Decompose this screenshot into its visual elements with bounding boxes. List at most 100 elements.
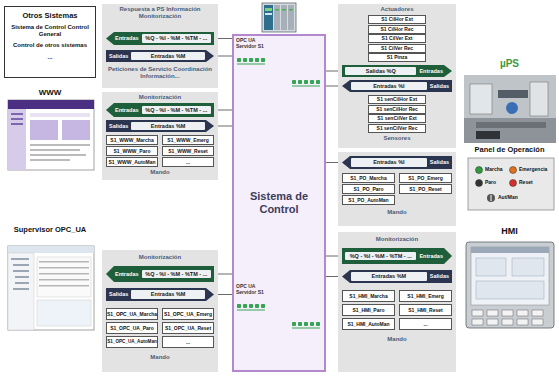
signal-cell: S1_HMI_Marcha <box>342 290 395 302</box>
network-icon <box>249 58 253 62</box>
cell-text: S1 CilVer Rec <box>369 46 425 51</box>
arrow-label: Entradas <box>115 35 139 41</box>
signal-cell: S1 senCilHor Rec <box>368 105 426 114</box>
plc-image <box>262 3 296 32</box>
cell-text: S1 CilHor Rec <box>369 27 425 32</box>
signal-arrow: SalidasEntradas %M <box>106 120 214 132</box>
opcua-client-screenshot <box>39 285 89 287</box>
operation-panel-picture <box>510 180 517 187</box>
arrow-label: Entradas <box>419 253 443 259</box>
signal-cell: S1_PO_Marcha <box>342 173 395 183</box>
plc-image <box>262 3 296 32</box>
signal-arrow: Entradas %MSalidas <box>342 270 452 283</box>
cell-text: S1 senCilHor Ext <box>369 97 425 102</box>
website-screenshot <box>8 100 94 109</box>
cell-text: S1 senCilHor Rec <box>369 107 425 112</box>
cell-text: S1_HMI_Marcha <box>343 294 394 299</box>
signal-cell: S1_WWW_Marcha <box>106 135 158 145</box>
mps-station-photo <box>506 102 518 114</box>
network-icon <box>310 80 314 84</box>
website-screenshot <box>11 118 23 120</box>
plc-image <box>281 5 287 30</box>
group-panel: ActuadoresSensoresS1 CilHor ExtS1 CilHor… <box>338 4 456 148</box>
hmi-panel-picture <box>466 242 554 328</box>
plc-image <box>288 5 294 30</box>
panel-heading: Actuadores <box>338 6 456 13</box>
website-screenshot <box>8 109 26 170</box>
website-screenshot <box>30 154 86 156</box>
opcua-client-screenshot <box>15 282 29 284</box>
signal-cell: S1 senCilHor Ext <box>368 95 426 104</box>
signal-cell: S1_OPC_UA_Paro <box>106 322 158 334</box>
signal-cell: S1_WWW_AutoMan <box>106 157 158 167</box>
cell-text: S1_OPC_UA_Reset <box>163 326 213 331</box>
operation-panel-picture <box>487 194 495 202</box>
hmi-panel-picture <box>517 310 528 316</box>
signal-cell: S1_HMI_Reset <box>399 304 452 316</box>
arrow-label: Salidas <box>430 273 449 279</box>
cell-text: S1_PO_AutoMan <box>343 198 394 203</box>
signal-arrow: SalidasEntradas %M <box>106 288 214 301</box>
network-icon <box>237 310 265 311</box>
text-label: Emergencia <box>519 167 553 173</box>
website-screenshot <box>8 100 94 170</box>
network-icon <box>261 304 265 308</box>
cell-text: ... <box>163 160 213 165</box>
signal-cell: S1_PO_AutoMan <box>342 195 395 205</box>
cell-text: S1 senCilVer Ext <box>369 116 425 121</box>
signal-cell: S1 senCilVer Rec <box>368 124 426 133</box>
arrow-label: Entradas %M <box>131 290 205 298</box>
region-title: Sistema de Control <box>234 190 324 215</box>
plc-image <box>275 9 279 11</box>
plc-image <box>265 13 272 15</box>
network-icon <box>292 86 320 87</box>
panel-heading: Mando <box>338 209 456 216</box>
signal-arrow: Entradas %ISalidas <box>342 156 452 169</box>
website-screenshot <box>30 120 58 140</box>
opcua-client-screenshot <box>37 257 91 297</box>
network-icon <box>298 80 302 84</box>
cell-text: S1_PO_Marcha <box>343 176 394 181</box>
text-label: HMI <box>462 226 557 236</box>
cell-text: S1_HMI_AutoMan <box>343 322 394 327</box>
arrow-label: Salidas <box>430 159 449 165</box>
system-box: Otros SistemasSistema de Control Control… <box>4 6 96 78</box>
operation-panel-picture <box>476 167 483 174</box>
website-screenshot <box>62 120 90 140</box>
text-label: Reset <box>519 180 553 186</box>
signal-cell: S1_OPC_UA_Marcha <box>106 308 158 320</box>
mps-station-photo <box>476 122 546 128</box>
network-icon <box>237 58 265 64</box>
network-icon <box>316 80 320 84</box>
hmi-panel-picture <box>471 247 549 305</box>
group-panel: MonitorizaciónMandoEntradas%Q - %I - %M … <box>102 250 218 372</box>
plc-image <box>264 5 273 30</box>
signal-cell: S1_HMI_Paro <box>342 304 395 316</box>
signal-cell: S1_WWW_Reset <box>162 146 214 156</box>
hmi-panel-picture <box>476 281 544 299</box>
cell-text: S1_WWW_Emerg <box>163 138 213 143</box>
mps-station-photo <box>464 75 556 143</box>
opcua-client-screenshot <box>13 288 29 290</box>
cell-text: S1_PO_Paro <box>343 187 394 192</box>
network-icon <box>243 304 247 308</box>
opcua-client-screenshot <box>8 253 34 330</box>
network-icon <box>237 304 241 308</box>
opcua-client-screenshot <box>8 246 94 253</box>
cell-text: S1_HMI_Emerg <box>400 294 451 299</box>
control-region: Sistema de Control <box>232 34 326 372</box>
website-screenshot <box>30 113 90 117</box>
hmi-panel-picture <box>532 310 543 316</box>
mps-station-photo <box>464 75 556 143</box>
network-icon <box>261 58 265 62</box>
opcua-client-screenshot <box>39 261 89 263</box>
opcua-client-screenshot <box>8 246 94 330</box>
panel-heading: Monitorización <box>102 94 218 101</box>
cell-text: S1_OPC_UA_AutoMan <box>107 340 157 345</box>
panel-heading: Monitorización <box>102 254 218 261</box>
arrow-label: %Q - %I - %M - %TM - ... <box>142 34 211 42</box>
hmi-panel-picture <box>517 319 528 325</box>
arrow-label: Entradas <box>115 107 139 113</box>
opcua-client-screenshot <box>8 246 94 330</box>
hmi-panel-picture <box>472 319 483 325</box>
